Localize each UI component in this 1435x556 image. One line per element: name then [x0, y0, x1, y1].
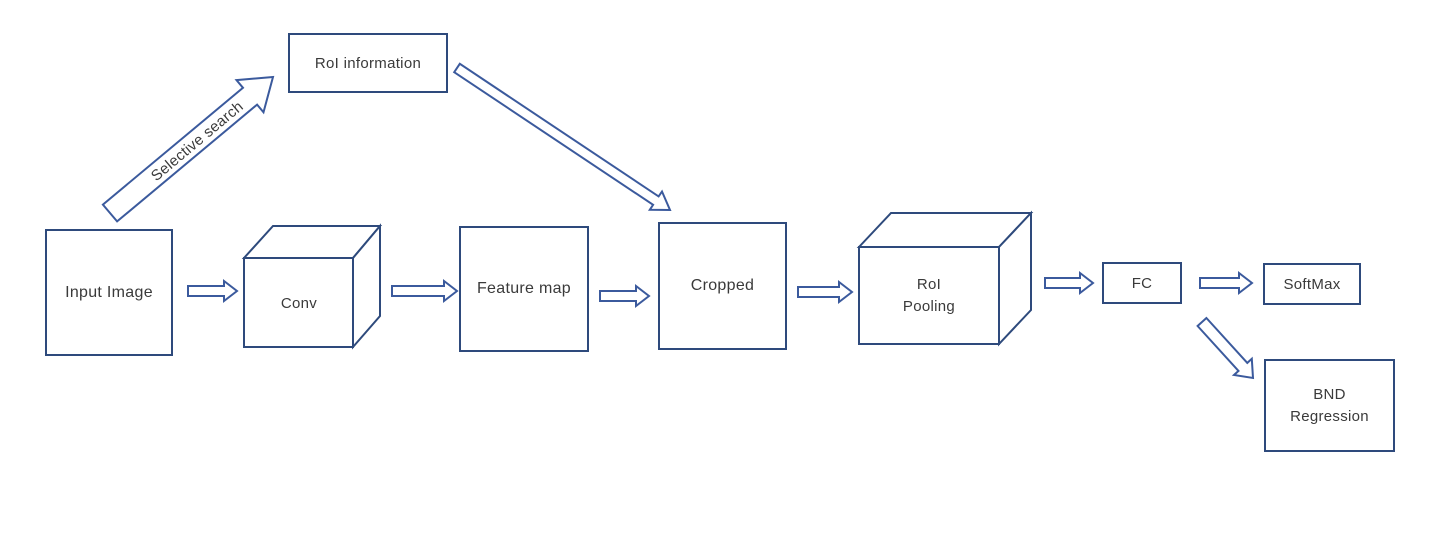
- cropped-label: Cropped: [690, 277, 755, 294]
- bnd-regression-label-line2: Regression: [1290, 407, 1369, 425]
- input-to-conv-arrow: [187, 278, 239, 304]
- roi-information-label: RoI information: [314, 54, 422, 72]
- conv-cube-front-face: [243, 257, 354, 348]
- bnd-regression-label-line1: BND: [1313, 385, 1346, 403]
- input-image-label: Input Image: [65, 283, 153, 301]
- feature-map-label: Feature map: [476, 280, 571, 297]
- cropped-box: Cropped: [658, 222, 787, 350]
- bnd-regression-box: BND Regression: [1264, 359, 1395, 452]
- softmax-box: SoftMax: [1263, 263, 1361, 305]
- selective-search-arrow: [101, 75, 275, 223]
- roi-pooling-to-fc-arrow: [1044, 270, 1095, 296]
- feature-map-to-cropped-arrow: [599, 283, 651, 309]
- roi-info-to-cropped-arrow: [452, 62, 672, 212]
- softmax-label: SoftMax: [1283, 275, 1341, 293]
- fc-box: FC: [1102, 262, 1182, 304]
- feature-map-box: Feature map: [459, 226, 589, 352]
- roi-pooling-cube: [856, 210, 1034, 347]
- fc-label: FC: [1131, 274, 1153, 292]
- cropped-to-roi-pooling-arrow: [797, 279, 854, 305]
- conv-to-feature-map-arrow: [391, 278, 459, 304]
- input-image-box: Input Image: [45, 229, 173, 356]
- fc-to-bnd-regression-arrow: [1196, 316, 1255, 380]
- conv-cube: [241, 223, 383, 350]
- roi-pooling-cube-front-face: [858, 246, 1000, 345]
- fc-to-softmax-arrow: [1199, 270, 1254, 296]
- roi-information-box: RoI information: [288, 33, 448, 93]
